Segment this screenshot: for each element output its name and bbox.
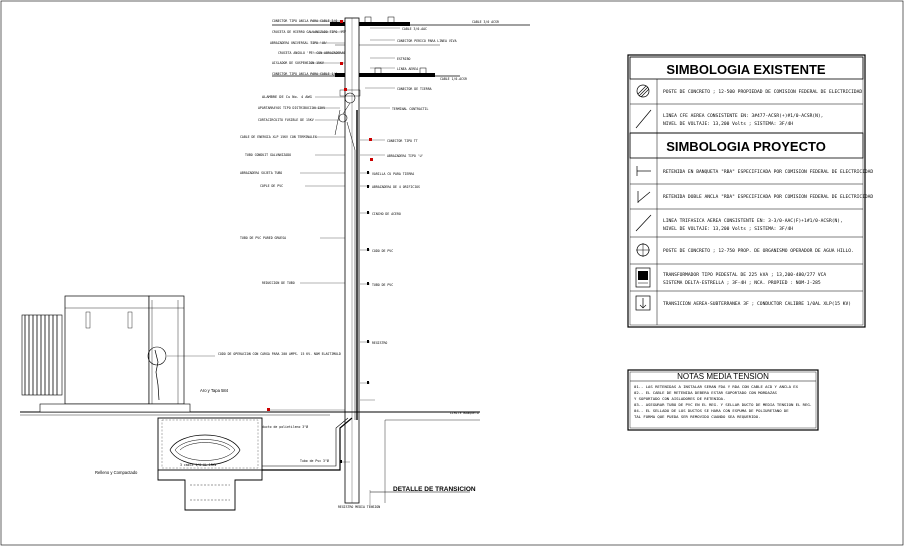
label-right-11: CINCHO DE ACERO	[372, 212, 401, 216]
registro-vault	[157, 417, 263, 511]
label-right-2: ESTRIBO	[397, 57, 411, 61]
legend-project-text-4: TRANSFORMADOR TIPO PEDESTAL DE 225 kVA ;…	[663, 272, 826, 278]
diagonal-line-icon	[635, 214, 652, 232]
elbow-connector-callout	[147, 346, 167, 366]
label-ducto: ducto de polietileno 3"Ø	[262, 424, 308, 429]
transition-arrow-icon	[635, 295, 651, 311]
label-cable: 3 cable 1/0 AL 15KV	[180, 463, 217, 467]
label-left-2: ABRAZADERA UNIVERSAL TIPO 'UA'	[270, 41, 328, 45]
legend-project-text-3: POSTE DE CONCRETO ; 12-750 PROP. DE ORGA…	[663, 248, 854, 254]
fence-hatch	[21, 314, 63, 396]
label-tierra: Tubo de Pvc 3"Ø	[300, 458, 329, 463]
label-right-8: ABRAZADERA TIPO 'U'	[387, 154, 424, 158]
diagonal-line-icon	[635, 109, 652, 129]
label-left-4: AISLADOR DE SUSPENSION 15KV	[272, 61, 324, 65]
legend-project-text-5: TRANSICION AEREA-SUBTERRANEA 3F ; CONDUC…	[663, 301, 851, 307]
transformer-icon	[635, 267, 651, 288]
legend-project-title: SIMBOLOGIA PROYECTO	[666, 139, 826, 154]
note-line-4: 04.- EL SELLADO DE LOS DUCTOS SE HARA CO…	[634, 408, 789, 413]
label-left-11: ABRAZADERA SUJETA TUBO	[240, 171, 282, 175]
label-right-14: REGISTRO	[372, 341, 387, 345]
transition-detail-diagram: CONECTOR TIPO ANCLA PARA CABLE 3/0 CRUCE…	[20, 16, 530, 511]
legend-existing-title: SIMBOLOGIA EXISTENTE	[666, 62, 825, 77]
note-line-2: Y SOPORTADO CON AISLADORES DE RETENIDA.	[634, 396, 725, 401]
label-top-right: CABLE 3/0 ACSR	[472, 20, 499, 24]
notes-title: NOTAS MEDIA TENSION	[677, 372, 769, 381]
label-right-0: CABLE 3/0-AAC	[402, 27, 427, 31]
label-left-5: CONECTOR TIPO ANCLA PARA CABLE 1/0	[272, 72, 337, 76]
label-right-7: CONECTOR TIPO TT	[387, 139, 418, 143]
label-right-4: CABLE 1/0-ACSR	[440, 77, 467, 81]
label-banqueta: LIMITE BANQUETA	[450, 411, 479, 415]
label-right-9: VARILLA CU PARA TIERRA	[372, 172, 414, 176]
notes-box: NOTAS MEDIA TENSION 01.- LAS RETENIDAS A…	[627, 369, 819, 431]
crosshair-circle-icon	[636, 243, 650, 257]
legend-project-text-2b: NIVEL DE VOLTAJE: 13,200 Volts ; SISTEMA…	[663, 226, 793, 232]
legend-project-text-2: LINEA TRIFASICA AEREA CONSISTENTE EN: 3-…	[663, 218, 843, 224]
crossarm-lower	[335, 73, 435, 77]
label-left-10: TUBO CONDUIT GALVANIZADO	[245, 153, 291, 157]
label-left-7: APARTARRAYOS TIPO DISTRIBUCION 12KV	[258, 106, 325, 110]
label-left-9: CABLE DE ENERGIA XLP 15KV CON TERMINALES	[240, 135, 317, 139]
legend-table: SIMBOLOGIA EXISTENTE POSTE DE CONCRETO ;…	[627, 54, 873, 328]
label-left-8: CORTACIRCUITO FUSIBLE DE 15KV	[258, 118, 314, 122]
label-relleno: Relleno y Compactado	[95, 470, 138, 475]
label-right-6: TERMINAL CONTRACTIL	[392, 107, 429, 111]
conduit-run	[262, 417, 353, 471]
label-right-5: CONECTOR DE TIERRA	[397, 87, 432, 91]
legend-project-text-0: RETENIDA EN BANQUETA "RBA" ESPECIFICADA …	[663, 169, 873, 175]
hatched-circle-icon	[636, 84, 650, 98]
legend-existing-text-1: LINEA CFE AEREA CONSISTENTE EN: 3#477-AC…	[663, 113, 823, 119]
diagram-title: DETALLE DE TRANSICION	[393, 486, 476, 493]
label-right-1: CONECTOR PERICO PARA LINEA VIVA	[397, 39, 457, 43]
legend-existing-text-0: POSTE DE CONCRETO ; 12-500 PROPIEDAD DE …	[663, 89, 862, 95]
label-right-10: ABRAZADERA DE 4 ORIFICIOS	[372, 185, 420, 189]
label-registro-mt: REGISTRO MEDIA TENSION	[338, 505, 380, 509]
pad-mounted-transformer	[39, 295, 191, 413]
legend-project-text-1: RETENIDA DOBLE ANCLA "RDA" ESPECIFICADA …	[663, 194, 873, 200]
crossarm-top	[330, 22, 410, 26]
label-elbow-connector: CODO DE OPERACION CON CARGA PARA 200 AMP…	[218, 352, 341, 356]
label-right-12: CODO DE PVC	[372, 249, 393, 253]
note-line-1: 02.- EL CABLE DE RETENIDA DEBERA ESTAR S…	[634, 390, 778, 395]
label-left-3: CRUCETA ANGULO 'PT' CON ABRAZADERAS	[278, 51, 345, 55]
leader-lines	[167, 20, 400, 505]
label-left-14: REDUCCION DE TUBO	[262, 281, 295, 285]
note-line-5: TAL FORMA QUE PUEDA SER REMOVIDO CUANDO …	[634, 414, 761, 419]
double-anchor-icon	[637, 191, 651, 203]
note-line-3: 03.- ASEGURAR TUBO DE PVC EN EL REG. Y S…	[634, 402, 812, 407]
label-left-6: ALAMBRE DE Cu No. 4 AWG	[262, 95, 312, 99]
label-left-13: TUBO DE PVC PARED GRUESA	[240, 236, 286, 240]
callout-marks	[267, 20, 373, 463]
legend-existing-text-1b: NIVEL DE VOLTAJE: 13,200 Volts ; SISTEMA…	[663, 121, 793, 127]
label-right-3: LINEA AEREA	[397, 67, 418, 71]
label-aro-tapa: Aro y Tapa 584	[200, 388, 229, 393]
legend-project-text-4b: SISTEMA DELTA-ESTRELLA ; 3F-4H ; NCA. PR…	[663, 280, 821, 286]
label-left-0: CONECTOR TIPO ANCLA PARA CABLE 3/0	[272, 19, 337, 23]
note-line-0: 01.- LAS RETENIDAS A INSTALAR SERAN FDA …	[634, 384, 799, 389]
label-left-12: COPLE DE PVC	[260, 184, 283, 188]
label-left-1: CRUCETA DE HIERRO GALVANIZADO TIPO 'PT'	[272, 30, 347, 34]
tee-anchor-icon	[636, 166, 651, 176]
label-right-13: TUBO DE PVC	[372, 283, 393, 287]
